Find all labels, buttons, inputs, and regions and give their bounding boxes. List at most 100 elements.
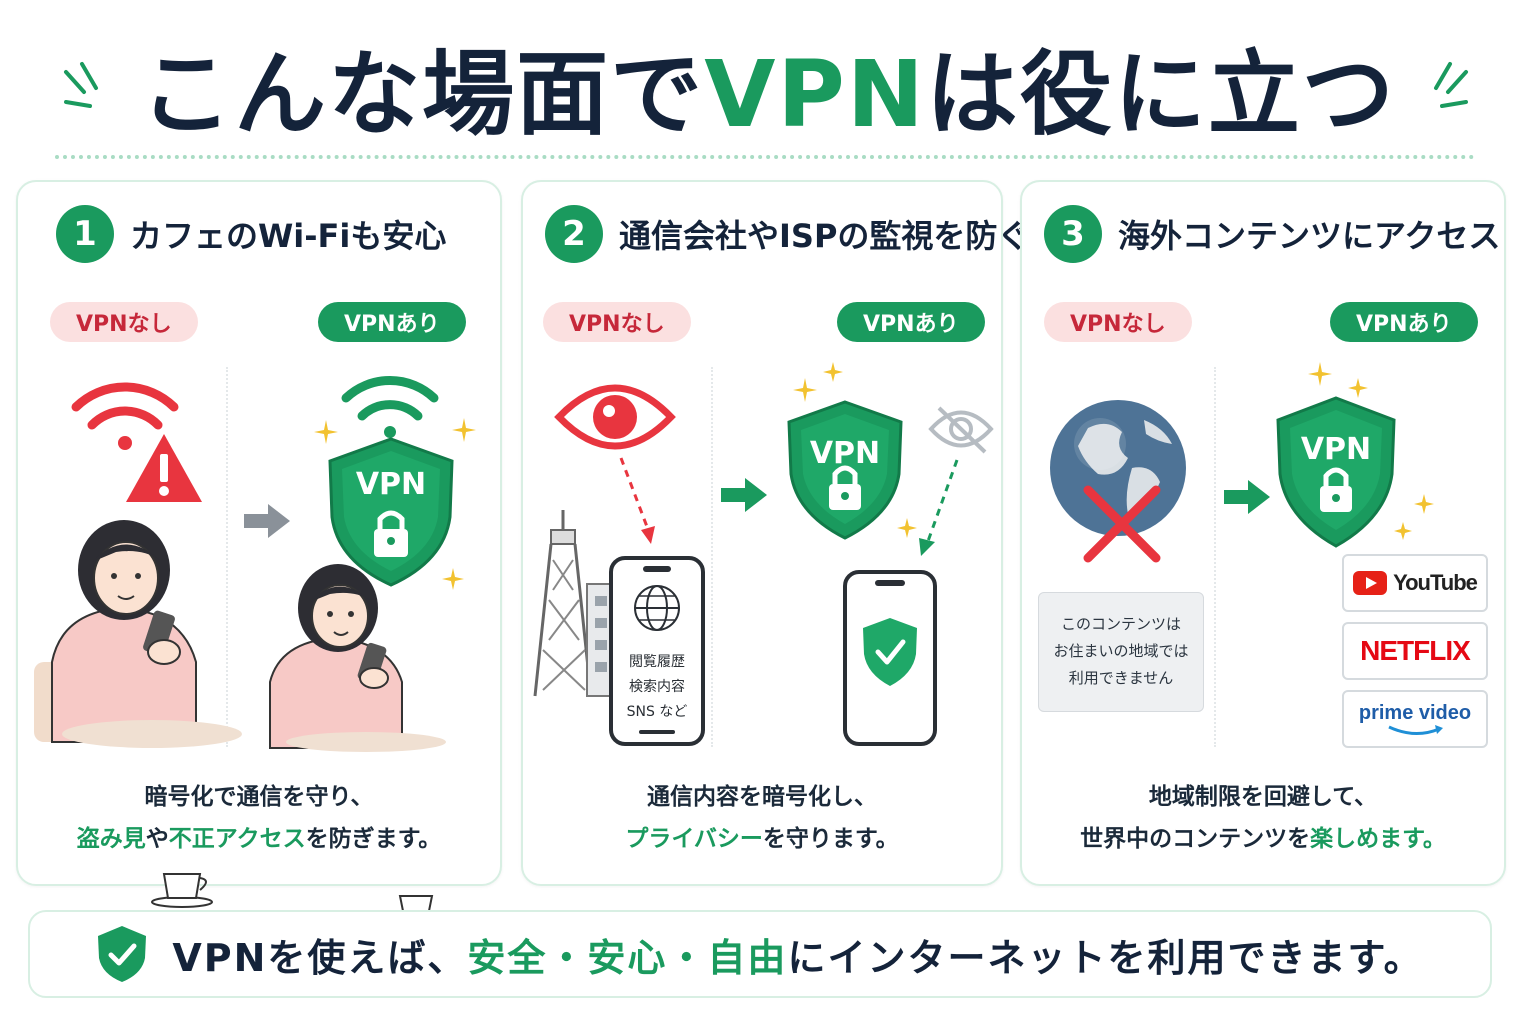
sparkle-icon [897, 518, 917, 538]
vpn-shield-icon [787, 400, 903, 540]
service-name: YouTube [1393, 570, 1478, 595]
sparkle-icon [1308, 362, 1332, 386]
caption-highlight: 不正アクセス [168, 826, 306, 852]
footer-text-part: にインターネットを利用できます。 [787, 935, 1424, 980]
sparkle-icon [1414, 494, 1434, 514]
column-separator [1214, 367, 1216, 747]
phone-data-item: 検索内容 [629, 679, 685, 695]
arrow-right-icon [244, 504, 290, 538]
caption-highlight: 楽しめます。 [1310, 826, 1446, 852]
card-title: 海外コンテンツにアクセス [1118, 217, 1501, 255]
service-netflix[interactable]: NETFLIX [1342, 622, 1488, 680]
dashed-arrow-icon [919, 459, 959, 556]
region-block-notice: このコンテンツは お住まいの地域では 利用できません [1038, 592, 1204, 712]
shield-label: VPN [1300, 432, 1372, 467]
title-part-vpn: VPN [704, 41, 926, 148]
arrow-right-icon [721, 478, 767, 512]
sparkle-icon [452, 418, 476, 442]
page-title: こんな場面でVPNは役に立つ [0, 40, 1536, 150]
badge-vpn-on: VPNあり [1330, 302, 1478, 342]
wifi-green-icon [341, 376, 439, 438]
badge-vpn-off: VPNなし [543, 302, 691, 342]
sparkle-icon [314, 420, 338, 444]
badge-vpn-off: VPNなし [50, 302, 198, 342]
card-title: 通信会社やISPの監視を防ぐ [619, 217, 1030, 255]
caption-line-2: 世界中のコンテンツを楽しめます。 [1022, 818, 1504, 860]
shield-label: VPN [355, 467, 427, 502]
caption-line-1: 通信内容を暗号化し、 [647, 784, 877, 810]
shield-label: VPN [809, 436, 881, 471]
service-name: prime video [1358, 701, 1472, 724]
caption-text: を守ります。 [762, 826, 899, 852]
card-header: 3 海外コンテンツにアクセス [1044, 204, 1500, 264]
caption-highlight: 盗み見 [76, 826, 146, 852]
phone-icon [609, 556, 705, 746]
card-header: 2 通信会社やISPの監視を防ぐ [545, 204, 1029, 264]
card-overseas-content: 3 海外コンテンツにアクセス VPNなし VPNあり このコンテンツは お住まい… [1020, 180, 1506, 886]
footer-message: VPNを使えば、安全・安心・自由にインターネットを利用できます。 [172, 927, 1423, 982]
footer-banner: VPNを使えば、安全・安心・自由にインターネットを利用できます。 [28, 910, 1492, 998]
card-cafe-wifi: 1 カフェのWi-Fiも安心 VPNなし VPNあり [16, 180, 502, 926]
caption-line-2: 盗み見や不正アクセスを防ぎます。 [18, 818, 500, 860]
notice-line: お住まいの地域では [1053, 642, 1189, 660]
card-number-badge: 3 [1044, 205, 1102, 263]
service-youtube[interactable]: YouTube [1342, 554, 1488, 612]
badge-vpn-off: VPNなし [1044, 302, 1192, 342]
vpn-shield-icon [328, 437, 454, 587]
footer-text-part: を使えば、 [267, 935, 468, 980]
title-left-deco-icon [64, 62, 98, 108]
title-part-3: は役に立つ [925, 41, 1396, 148]
sparkle-icon [823, 362, 843, 382]
badge-vpn-on: VPNあり [318, 302, 466, 342]
dashed-arrow-icon [619, 457, 655, 544]
blocked-x-icon [1083, 485, 1161, 563]
notice-line: このコンテンツは [1060, 615, 1181, 633]
globe-icon [1050, 400, 1186, 536]
sparkle-icon [793, 378, 817, 402]
caption-text: を防ぎます。 [305, 826, 442, 852]
eye-watching-icon [554, 384, 676, 450]
caption-text: 世界中のコンテンツを [1080, 826, 1311, 852]
notice-line: 利用できません [1068, 669, 1174, 687]
person-using-phone-icon [34, 520, 242, 748]
phone-data-list: 閲覧履歴 検索内容 SNS など [611, 650, 703, 725]
card-number-badge: 1 [56, 205, 114, 263]
badge-vpn-on: VPNあり [837, 302, 985, 342]
sparkle-icon [1348, 378, 1368, 398]
caption-line-2: プライバシーを守ります。 [523, 818, 1001, 860]
card-caption: 暗号化で通信を守り、 盗み見や不正アクセスを防ぎます。 [18, 776, 500, 860]
title-part-1: こんな場面で [140, 41, 705, 148]
phone-icon [843, 570, 937, 746]
card-number-badge: 2 [545, 205, 603, 263]
phone-data-item: SNS など [626, 704, 688, 720]
vpn-shield-icon [1276, 396, 1396, 548]
card-caption: 通信内容を暗号化し、 プライバシーを守ります。 [523, 776, 1001, 860]
sparkle-icon [1394, 522, 1412, 540]
youtube-play-icon [1353, 571, 1388, 595]
footer-highlight: 安全・安心・自由 [467, 935, 788, 980]
caption-line-1: 暗号化で通信を守り、 [144, 784, 374, 810]
coffee-cup-icon [151, 873, 213, 908]
title-divider [55, 155, 1475, 159]
column-separator [226, 367, 228, 747]
amazon-smile-icon [1388, 724, 1443, 735]
column-separator [711, 367, 713, 747]
arrow-right-icon [1224, 480, 1270, 514]
caption-text: や [145, 826, 169, 852]
warning-icon [126, 434, 202, 502]
title-right-deco-icon [1434, 62, 1468, 108]
caption-highlight: プライバシー [625, 826, 763, 852]
person-using-phone-icon [269, 564, 446, 752]
card-caption: 地域制限を回避して、 世界中のコンテンツを楽しめます。 [1022, 776, 1504, 860]
service-name: NETFLIX [1360, 635, 1471, 666]
card-isp-monitoring: 2 通信会社やISPの監視を防ぐ VPNなし VPNあり [521, 180, 1029, 886]
footer-text-part: VPN [172, 935, 268, 980]
sparkle-icon [442, 568, 464, 590]
wifi-red-icon [71, 382, 179, 450]
card-title: カフェのWi-Fiも安心 [130, 217, 447, 255]
card-header: 1 カフェのWi-Fiも安心 [56, 204, 446, 264]
phone-data-item: 閲覧履歴 [629, 654, 685, 670]
eye-blocked-icon [928, 406, 994, 454]
caption-line-1: 地域制限を回避して、 [1148, 784, 1378, 810]
service-prime-video[interactable]: prime video [1342, 690, 1488, 748]
